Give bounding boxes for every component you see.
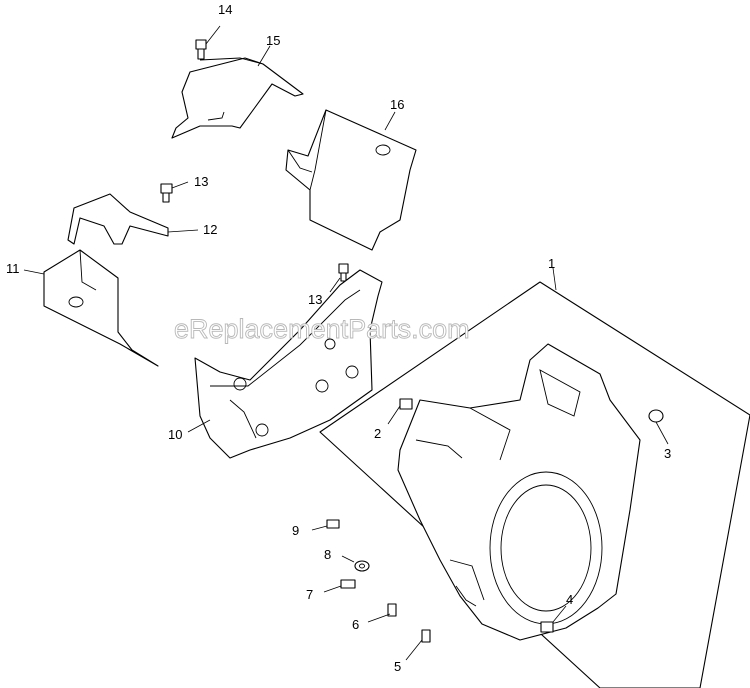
callout-1: 1: [548, 256, 555, 271]
part-10-shroud: [187, 269, 383, 459]
part-13-screw-upper: [160, 181, 189, 203]
part-3-plug: [648, 409, 669, 445]
callout-13-middle: 13: [308, 292, 322, 307]
part-8-washer: [341, 555, 370, 572]
part-15-shroud: [171, 45, 304, 139]
callout-9: 9: [292, 523, 299, 538]
part-2-clip: [387, 398, 413, 425]
callout-10: 10: [168, 427, 182, 442]
watermark: eReplacementParts.com: [174, 314, 470, 344]
part-7-screw: [323, 579, 356, 593]
callout-4: 4: [566, 592, 573, 607]
part-12-bracket: [67, 193, 199, 245]
callout-16: 16: [390, 97, 404, 112]
part-9-screw: [311, 519, 340, 531]
callout-7: 7: [306, 587, 313, 602]
callout-14: 14: [218, 2, 232, 17]
callout-8: 8: [324, 547, 331, 562]
callout-2: 2: [374, 426, 381, 441]
part-4-clip: [540, 605, 567, 633]
callout-11: 11: [6, 261, 20, 276]
part-16-shroud: [285, 109, 417, 251]
callout-13-upper: 13: [194, 174, 208, 189]
part-14-screw: [195, 25, 221, 60]
part-11-baffle: [23, 249, 159, 367]
part-13-screw-middle: [329, 263, 349, 293]
part-5-screw: [405, 629, 431, 661]
callout-6: 6: [352, 617, 359, 632]
callout-5: 5: [394, 659, 401, 674]
callout-12: 12: [203, 222, 217, 237]
part-6-screw: [367, 603, 397, 623]
callout-3: 3: [664, 446, 671, 461]
callout-15: 15: [266, 33, 280, 48]
